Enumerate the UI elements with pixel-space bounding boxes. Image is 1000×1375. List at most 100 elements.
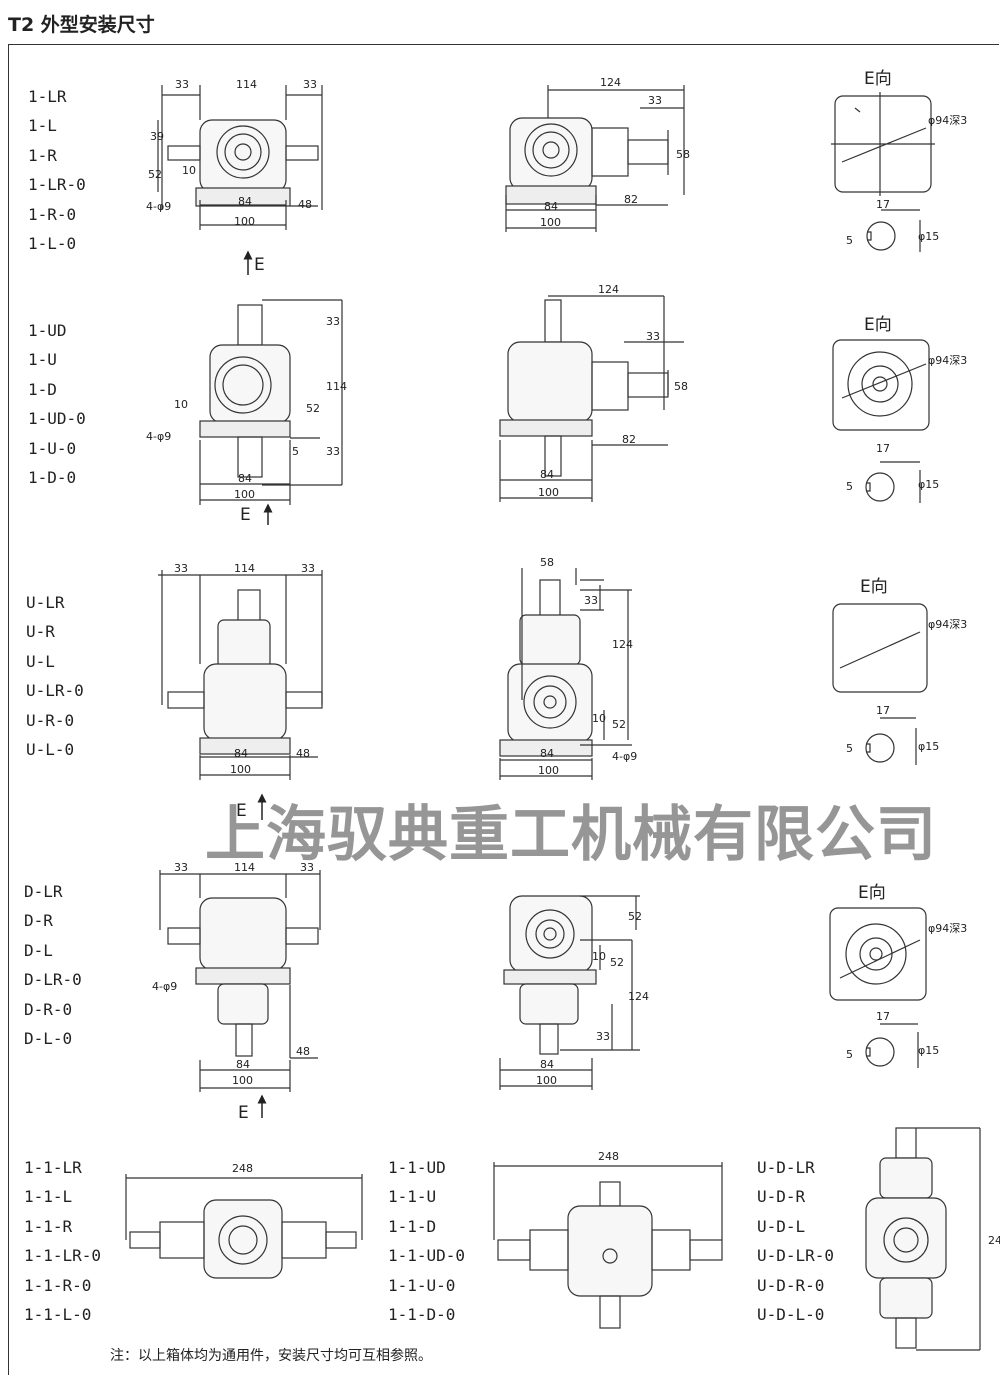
dim-text: 48 <box>296 1045 310 1058</box>
shaft-width: 17 <box>876 1010 890 1023</box>
view-label: E向 <box>864 315 892 335</box>
model-item: D-L <box>24 940 53 960</box>
model-item: 1-L <box>28 116 57 136</box>
model-list-1: 1-LR 1-L 1-R 1-LR-0 1-R-0 1-L-0 <box>28 82 86 258</box>
shaft-width: 17 <box>876 442 890 455</box>
row4-side-view <box>499 895 640 1090</box>
dim-text: 84 <box>238 472 252 485</box>
row3-front-view <box>158 570 323 780</box>
dim-text: 114 <box>234 562 255 575</box>
shaft-dia: φ15 <box>918 478 939 491</box>
model-list-4: D-LR D-R D-L D-LR-0 D-R-0 D-L-0 <box>24 877 82 1053</box>
dim-text: 82 <box>622 433 636 446</box>
bore-label: φ94深3 <box>928 618 967 631</box>
view-label: E向 <box>860 577 888 597</box>
dim-text: 52 <box>628 910 642 923</box>
dim-text: 84 <box>238 195 252 208</box>
dim-text: 33 <box>596 1030 610 1043</box>
model-item: 1-R <box>28 145 57 165</box>
e-arrow-label: E <box>240 505 251 525</box>
model-item: 1-1-UD <box>388 1158 446 1177</box>
shaft-key: 5 <box>846 234 853 247</box>
dim-text: 33 <box>303 78 317 91</box>
shaft-dia: φ15 <box>918 740 939 753</box>
bore-label: φ94深3 <box>928 922 967 935</box>
row2-side-view <box>499 295 684 502</box>
model-item: 1-1-R <box>24 1216 73 1236</box>
bore-label: φ94深3 <box>928 114 967 127</box>
dim-text: 10 <box>182 164 196 177</box>
model-item: 1-D-0 <box>28 467 77 487</box>
dim-text: 84 <box>234 747 248 760</box>
model-item: 1-R-0 <box>28 204 77 224</box>
dim-text: 100 <box>232 1074 253 1087</box>
dim-text: 114 <box>234 861 255 874</box>
model-item: D-L-0 <box>24 1028 73 1048</box>
dim-text: 58 <box>540 556 554 569</box>
row4-front-view <box>159 870 321 1092</box>
dim-text: 5 <box>292 445 299 458</box>
dim-text: 124 <box>628 990 649 1003</box>
dim-text: 33 <box>326 445 340 458</box>
model-list-2: 1-UD 1-U 1-D 1-UD-0 1-U-0 1-D-0 <box>28 316 86 492</box>
dim-text: 84 <box>544 200 558 213</box>
dim-text: 52 <box>612 718 626 731</box>
model-item: 1-1-L <box>24 1187 73 1207</box>
bore-label: φ94深3 <box>928 354 967 367</box>
dim-text: 33 <box>326 315 340 328</box>
row1-side-view <box>505 85 685 232</box>
dim-text: 58 <box>676 148 690 161</box>
dim-text: 124 <box>600 76 621 89</box>
dim-text: 58 <box>674 380 688 393</box>
dim-text: 124 <box>598 283 619 296</box>
dim-text: 48 <box>296 747 310 760</box>
dim-text: 84 <box>540 1058 554 1071</box>
model-item: 1-UD-0 <box>28 409 86 429</box>
model-item: U-R <box>26 622 55 642</box>
model-item: U-D-LR <box>757 1158 815 1177</box>
model-item: U-L <box>26 651 55 671</box>
dim-text: 124 <box>612 638 633 651</box>
drawing-frame <box>8 44 999 1375</box>
shaft-key: 5 <box>846 1048 853 1061</box>
row1-front-view <box>157 85 323 230</box>
model-item: 1-1-LR <box>24 1158 82 1177</box>
shaft-dia: φ15 <box>918 230 939 243</box>
dim-text: 52 <box>306 402 320 415</box>
dim-text: 100 <box>540 216 561 229</box>
e-arrow-label: E <box>236 801 247 821</box>
shaft-key: 5 <box>846 742 853 755</box>
model-item: U-D-R <box>757 1187 806 1207</box>
bottom-view-3 <box>865 1127 981 1351</box>
row1-e-view <box>831 92 935 252</box>
model-item: U-LR-0 <box>26 681 84 701</box>
model-item: 1-U-0 <box>28 438 77 458</box>
dim-text: 10 <box>592 712 606 725</box>
model-item: 1-L-0 <box>28 233 77 253</box>
dim-text: 39 <box>150 130 164 143</box>
model-item: 1-U <box>28 350 57 370</box>
e-arrow-label: E <box>254 255 265 275</box>
shaft-dia: φ15 <box>918 1044 939 1057</box>
row2-e-view <box>832 339 930 503</box>
model-item: 1-1-D <box>388 1216 437 1236</box>
model-item: 1-D <box>28 379 57 399</box>
row3-side-view <box>499 568 632 780</box>
dim-text: 248 <box>988 1234 1000 1247</box>
dim-text: 100 <box>230 763 251 776</box>
dim-text: 33 <box>301 562 315 575</box>
row3-e-view <box>832 603 928 765</box>
shaft-width: 17 <box>876 198 890 211</box>
dim-text: 52 <box>148 168 162 181</box>
dim-text: 100 <box>536 1074 557 1087</box>
shaft-width: 17 <box>876 704 890 717</box>
model-list-6: 1-1-UD 1-1-U 1-1-D 1-1-UD-0 1-1-U-0 1-1-… <box>388 1153 465 1329</box>
model-item: 1-1-LR-0 <box>24 1246 102 1266</box>
model-item: 1-UD <box>28 321 67 340</box>
dim-text: 10 <box>174 398 188 411</box>
dim-text: 33 <box>648 94 662 107</box>
dim-text: 4-φ9 <box>146 430 171 443</box>
dim-text: 82 <box>624 193 638 206</box>
view-label: E向 <box>858 883 886 903</box>
dim-text: 114 <box>326 380 347 393</box>
